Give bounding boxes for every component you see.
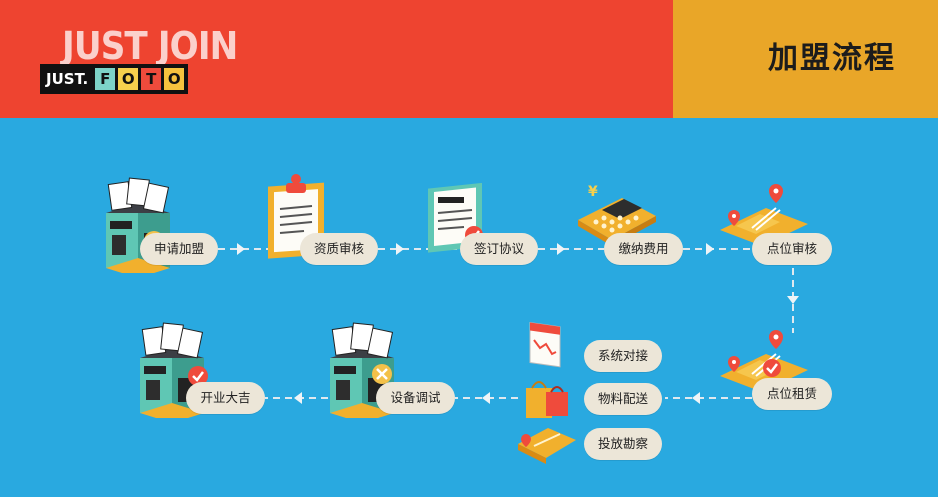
header-right-panel — [673, 0, 938, 118]
arrow-left-icon — [294, 392, 302, 404]
arrow-right-icon — [706, 243, 714, 255]
logo-just-text: JUST. — [40, 64, 93, 94]
join-heading: JUST JOIN — [62, 24, 238, 68]
photo-booth-tools-icon — [330, 322, 394, 418]
logo-letter: O — [118, 68, 139, 90]
measure-tool-icon — [518, 428, 576, 464]
map-pin-check-icon — [720, 330, 808, 392]
step-open: 开业大吉 — [186, 382, 265, 414]
step-system: 系统对接 — [584, 340, 662, 372]
yuan-icon: ¥ — [588, 184, 598, 200]
arrow-left-icon — [482, 392, 490, 404]
logo-letter: F — [95, 68, 116, 90]
header-left-panel: JUST JOIN JUST. F O T O — [0, 0, 673, 118]
step-sign: 签订协议 — [460, 233, 538, 265]
step-debug: 设备调试 — [376, 382, 455, 414]
arrow-right-icon — [396, 243, 404, 255]
logo-letters: F O T O — [92, 64, 189, 94]
step-materials: 物料配送 — [584, 383, 662, 415]
arrow-down-icon — [787, 296, 799, 304]
step-apply: 申请加盟 — [140, 233, 218, 265]
flow-area: + 申请加盟 资质审核 签订协议 — [0, 118, 938, 497]
step-pay: 缴纳费用 — [604, 233, 683, 265]
arrow-right-icon — [557, 243, 565, 255]
justfoto-logo: JUST. F O T O — [40, 64, 190, 94]
page-title: 加盟流程 — [768, 41, 896, 76]
arrow-left-icon — [692, 392, 700, 404]
logo-letter: O — [164, 68, 185, 90]
step-site-lease: 点位租赁 — [752, 378, 832, 410]
chart-screen-icon — [529, 321, 561, 368]
header: JUST JOIN JUST. F O T O 加盟流程 — [0, 0, 938, 118]
step-qualify: 资质审核 — [300, 233, 378, 265]
logo-letter: T — [141, 68, 162, 90]
arrow-right-icon — [237, 243, 245, 255]
step-site-review: 点位审核 — [752, 233, 832, 265]
shopping-bag-icon — [526, 381, 568, 418]
map-pin-icon — [720, 184, 808, 246]
step-survey: 投放勘察 — [584, 428, 662, 460]
